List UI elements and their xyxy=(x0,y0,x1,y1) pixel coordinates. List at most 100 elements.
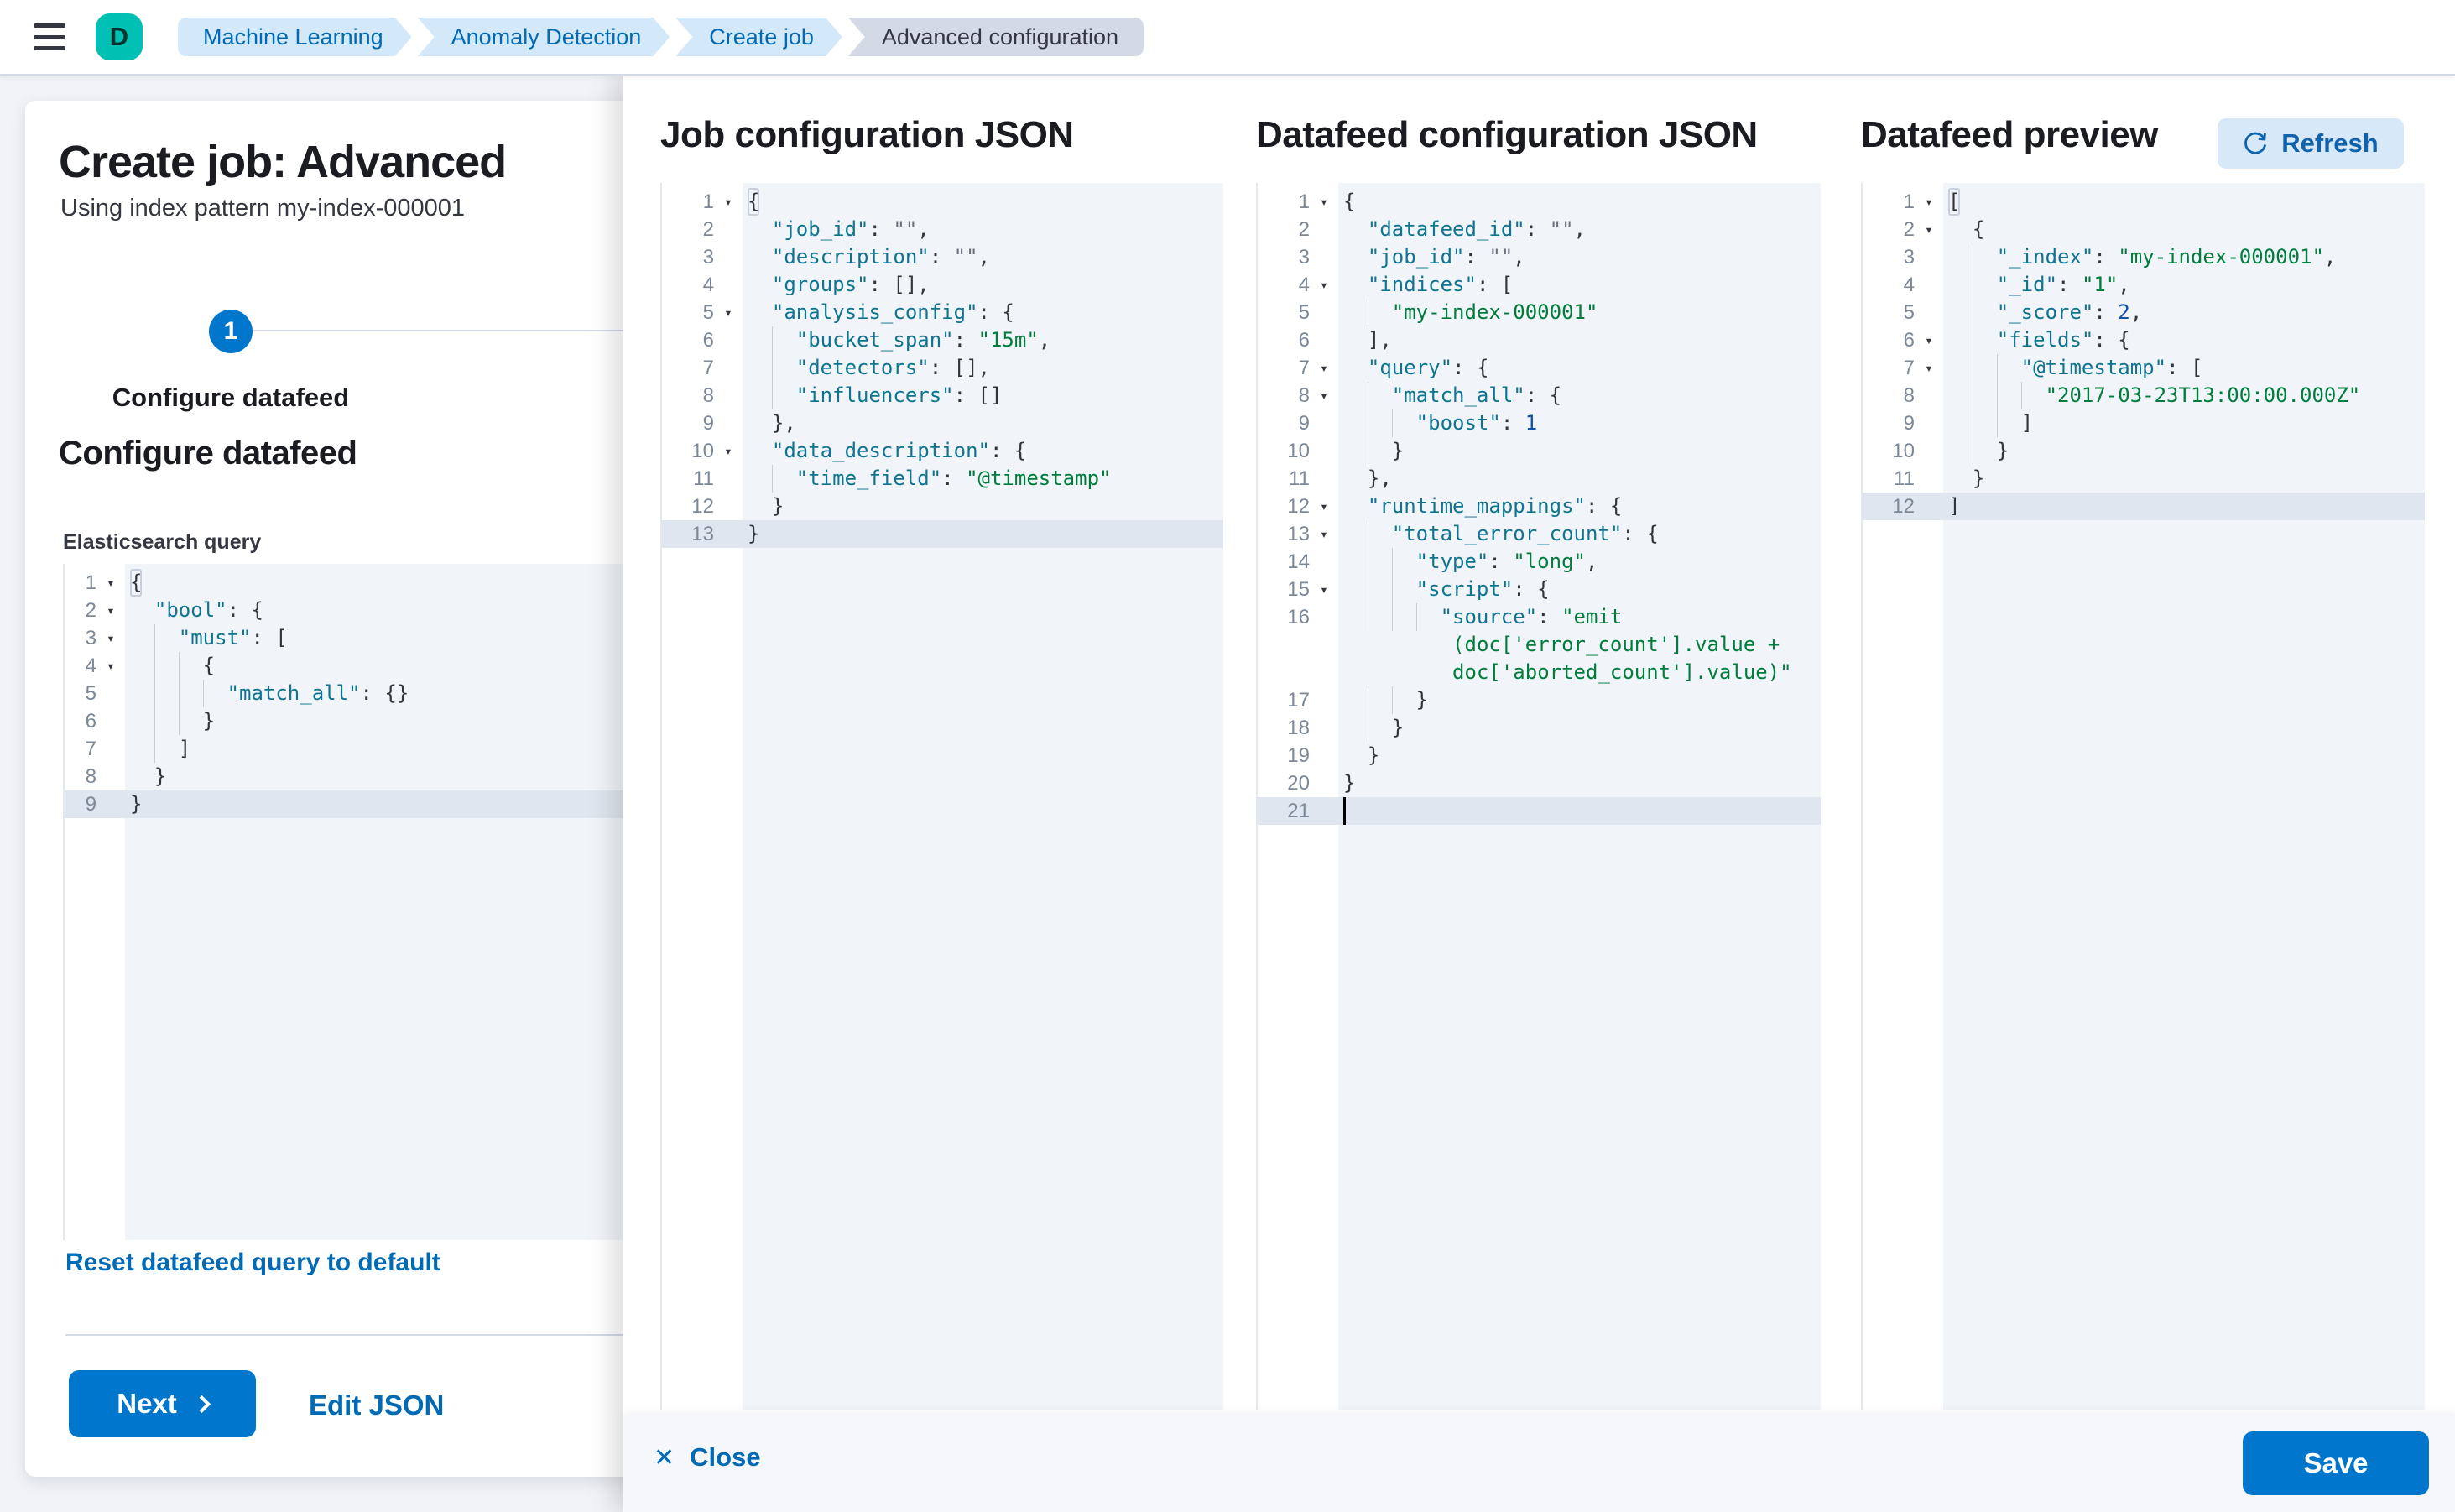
editor-code-area xyxy=(743,183,1223,1410)
refresh-button-label: Refresh xyxy=(2281,128,2379,158)
code-line: (doc['error_count'].value + xyxy=(1452,633,1780,656)
flyout-footer: ✕ Close Save xyxy=(623,1414,2455,1512)
code-line: 2"job_id": "", xyxy=(702,217,930,241)
code-line: 4"groups": [], xyxy=(702,273,930,296)
code-line: 9}, xyxy=(702,411,796,435)
step-1-label: Configure datafeed xyxy=(112,383,350,412)
fold-arrow-icon[interactable]: ▾ xyxy=(724,443,732,459)
code-line: 2▾{ xyxy=(1863,216,2425,243)
code-line: 1▾[ xyxy=(1863,188,2425,216)
code-line: 3"_index": "my-index-000001", xyxy=(1863,243,2425,271)
fold-arrow-icon[interactable]: ▾ xyxy=(1925,332,1933,348)
code-line: 10▾"data_description": { xyxy=(662,437,1223,465)
es-query-label: Elasticsearch query xyxy=(63,530,262,554)
advanced-config-flyout: Job configuration JSON Datafeed configur… xyxy=(623,76,2455,1512)
code-line: 15▾"script": { xyxy=(1258,576,1821,603)
code-line: 6▾"fields": { xyxy=(1863,326,2425,354)
breadcrumb-item-create-job[interactable]: Create job xyxy=(675,18,842,56)
code-line: 10} xyxy=(1863,437,2425,465)
fold-arrow-icon[interactable]: ▾ xyxy=(107,630,115,646)
code-line: 8"influencers": [] xyxy=(662,382,1223,409)
code-line: 13} xyxy=(662,520,1223,548)
code-line: 12▾"runtime_mappings": { xyxy=(1258,493,1821,520)
code-line: 12} xyxy=(691,494,784,518)
edit-json-link[interactable]: Edit JSON xyxy=(309,1389,445,1421)
code-line: 2▾"bool": { xyxy=(65,597,1225,624)
page-subtitle: Using index pattern my-index-000001 xyxy=(60,195,465,222)
job-config-title: Job configuration JSON xyxy=(660,114,1074,155)
code-line: 3"description": "", xyxy=(702,245,990,269)
fold-arrow-icon[interactable]: ▾ xyxy=(1925,194,1933,210)
code-line: 21 xyxy=(1258,797,1821,825)
code-line: 7] xyxy=(65,735,1225,763)
datafeed-config-title: Datafeed configuration JSON xyxy=(1256,114,1758,155)
refresh-icon xyxy=(2244,132,2267,154)
close-icon: ✕ xyxy=(654,1443,675,1472)
chevron-right-icon xyxy=(192,1395,211,1414)
close-button[interactable]: ✕ Close xyxy=(654,1442,761,1473)
code-line: 4"_id": "1", xyxy=(1863,271,2425,299)
code-line: 4▾{ xyxy=(65,652,1225,680)
step-1-indicator[interactable]: 1 xyxy=(209,310,253,353)
fold-arrow-icon[interactable]: ▾ xyxy=(1320,581,1328,597)
fold-arrow-icon[interactable]: ▾ xyxy=(724,194,732,210)
editor-gutter xyxy=(65,564,125,1240)
breadcrumb-item-machine-learning[interactable]: Machine Learning xyxy=(178,18,412,56)
fold-arrow-icon[interactable]: ▾ xyxy=(1925,360,1933,376)
code-line: 5"match_all": {} xyxy=(65,680,1225,707)
fold-arrow-icon[interactable]: ▾ xyxy=(724,305,732,321)
fold-arrow-icon[interactable]: ▾ xyxy=(107,602,115,618)
fold-arrow-icon[interactable]: ▾ xyxy=(1320,194,1328,210)
code-line: 7▾"query": { xyxy=(1258,354,1821,382)
fold-arrow-icon[interactable]: ▾ xyxy=(1320,360,1328,376)
save-button[interactable]: Save xyxy=(2243,1431,2429,1495)
code-line: 9] xyxy=(1863,409,2425,437)
code-line: 11} xyxy=(1894,467,1985,490)
code-line: 5▾"analysis_config": { xyxy=(662,299,1223,326)
fold-arrow-icon[interactable]: ▾ xyxy=(107,658,115,674)
code-line: 6], xyxy=(1298,328,1392,352)
datafeed-config-json-editor[interactable]: 1▾{2"datafeed_id": "",3"job_id": "",4▾"i… xyxy=(1256,183,1821,1410)
code-line: 9"boost": 1 xyxy=(1258,409,1821,437)
menu-icon[interactable] xyxy=(34,23,65,50)
datafeed-preview-title: Datafeed preview xyxy=(1861,114,2158,155)
fold-arrow-icon[interactable]: ▾ xyxy=(107,575,115,591)
refresh-button[interactable]: Refresh xyxy=(2218,118,2404,169)
code-line: 16"source": "emit xyxy=(1258,603,1821,631)
reset-datafeed-query-link[interactable]: Reset datafeed query to default xyxy=(65,1249,440,1276)
fold-arrow-icon[interactable]: ▾ xyxy=(1320,526,1328,542)
next-button[interactable]: Next xyxy=(69,1370,256,1437)
code-line: doc['aborted_count'].value)" xyxy=(1452,660,1792,684)
breadcrumb-item-advanced-configuration: Advanced configuration xyxy=(847,18,1144,56)
editor-gutter xyxy=(1258,183,1338,1410)
code-line: 13▾"total_error_count": { xyxy=(1258,520,1821,548)
editor-gutter xyxy=(1863,183,1943,1410)
datafeed-preview-editor[interactable]: 1▾[2▾{3"_index": "my-index-000001",4"_id… xyxy=(1861,183,2425,1410)
code-line: 7"detectors": [], xyxy=(662,354,1223,382)
section-heading: Configure datafeed xyxy=(59,435,357,472)
code-line: 11"time_field": "@timestamp" xyxy=(662,465,1223,493)
code-line: 17} xyxy=(1258,686,1821,714)
code-line: 10} xyxy=(1258,437,1821,465)
code-line: 1▾{ xyxy=(65,569,1225,597)
fold-arrow-icon[interactable]: ▾ xyxy=(1320,498,1328,514)
code-line: 8"2017-03-23T13:00:00.000Z" xyxy=(1863,382,2425,409)
page-title: Create job: Advanced xyxy=(59,137,507,187)
fold-arrow-icon[interactable]: ▾ xyxy=(1925,222,1933,237)
code-line: 3▾"must": [ xyxy=(65,624,1225,652)
code-line: 8▾"match_all": { xyxy=(1258,382,1821,409)
job-config-json-editor[interactable]: 1▾{2"job_id": "",3"description": "",4"gr… xyxy=(660,183,1223,1410)
avatar[interactable]: D xyxy=(96,13,143,60)
fold-arrow-icon[interactable]: ▾ xyxy=(1320,388,1328,404)
code-line: 6} xyxy=(65,707,1225,735)
fold-arrow-icon[interactable]: ▾ xyxy=(1320,277,1328,293)
code-line: 1▾{ xyxy=(1258,188,1821,216)
code-line: 5"my-index-000001" xyxy=(1258,299,1821,326)
breadcrumb-item-anomaly-detection[interactable]: Anomaly Detection xyxy=(418,18,670,56)
code-line: 11}, xyxy=(1289,467,1392,490)
code-line: 18} xyxy=(1258,714,1821,742)
code-line: 12] xyxy=(1863,493,2425,520)
next-button-label: Next xyxy=(117,1388,177,1419)
